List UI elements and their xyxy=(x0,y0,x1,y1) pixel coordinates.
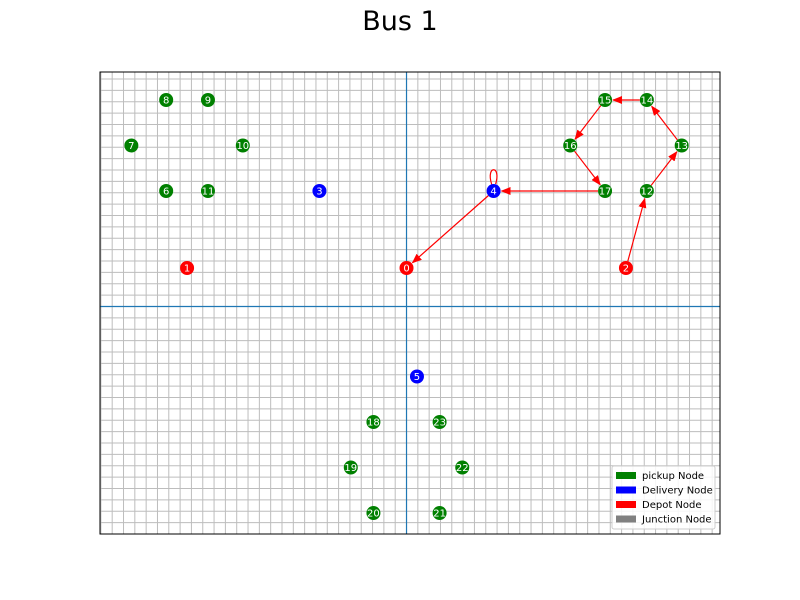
node-3: 3 xyxy=(312,184,327,198)
node-16: 16 xyxy=(563,138,578,153)
node-label: 17 xyxy=(599,187,612,198)
legend-swatch-delivery xyxy=(616,486,636,494)
node-9: 9 xyxy=(200,93,215,107)
node-marker xyxy=(409,369,424,384)
route-edge-15-16 xyxy=(574,105,602,140)
node-label: 21 xyxy=(433,509,446,520)
node-label: 12 xyxy=(640,187,653,198)
node-marker xyxy=(200,93,215,107)
node-15: 15 xyxy=(598,93,613,107)
node-marker xyxy=(235,138,250,153)
node-20: 20 xyxy=(366,506,381,520)
node-label: 2 xyxy=(623,264,629,275)
legend-label-junction: Junction Node xyxy=(641,515,712,526)
node-marker xyxy=(159,93,174,107)
plot-frame xyxy=(99,71,721,535)
chart-title: Bus 1 xyxy=(362,6,438,37)
node-marker xyxy=(639,184,654,198)
node-label: 6 xyxy=(163,187,169,198)
legend-swatch-junction xyxy=(616,515,636,523)
node-marker xyxy=(159,184,174,198)
node-0: 0 xyxy=(399,261,414,275)
node-label: 7 xyxy=(128,141,134,152)
grid-lines xyxy=(100,72,720,535)
node-label: 10 xyxy=(236,141,249,152)
legend-swatch-depot xyxy=(616,501,636,508)
node-label: 20 xyxy=(367,509,380,520)
route-edge-4-0 xyxy=(411,195,489,264)
node-11: 11 xyxy=(200,184,215,198)
node-marker xyxy=(563,138,578,153)
node-10: 10 xyxy=(235,138,250,153)
node-label: 15 xyxy=(599,96,612,107)
route-edge-2-12 xyxy=(627,197,647,262)
node-label: 5 xyxy=(414,372,420,383)
node-marker xyxy=(432,506,447,520)
node-marker xyxy=(180,261,195,275)
node-19: 19 xyxy=(343,460,358,475)
node-8: 8 xyxy=(159,93,174,107)
node-1: 1 xyxy=(180,261,195,275)
node-22: 22 xyxy=(455,460,470,475)
node-marker xyxy=(200,184,215,198)
node-label: 11 xyxy=(202,187,215,198)
legend-label-pickup: pickup Node xyxy=(642,471,704,482)
node-23: 23 xyxy=(432,415,447,429)
node-label: 22 xyxy=(456,463,469,474)
node-17: 17 xyxy=(598,184,613,198)
node-marker xyxy=(432,415,447,429)
node-marker xyxy=(366,506,381,520)
node-marker xyxy=(674,138,689,153)
route-edges xyxy=(411,96,678,264)
node-label: 3 xyxy=(316,187,322,198)
legend-swatch-pickup xyxy=(616,472,636,479)
axis-lines xyxy=(100,72,720,534)
node-marker xyxy=(618,261,633,275)
legend-box xyxy=(611,465,716,530)
node-marker xyxy=(486,184,501,198)
node-12: 12 xyxy=(639,184,654,198)
node-2: 2 xyxy=(618,261,633,275)
node-label: 1 xyxy=(184,264,190,275)
node-marker xyxy=(639,93,654,107)
node-7: 7 xyxy=(124,138,139,153)
node-label: 9 xyxy=(205,96,211,107)
node-label: 0 xyxy=(403,264,409,275)
node-marker xyxy=(598,93,613,107)
route-edge-16-17 xyxy=(574,150,601,186)
node-5: 5 xyxy=(409,369,424,384)
node-label: 14 xyxy=(640,96,653,107)
node-label: 8 xyxy=(163,96,169,107)
node-marker xyxy=(124,138,139,153)
node-marker xyxy=(455,460,470,475)
route-loop-4 xyxy=(489,169,499,194)
node-label: 18 xyxy=(367,418,380,429)
node-label: 16 xyxy=(564,141,577,152)
node-label: 19 xyxy=(344,463,357,474)
node-marker xyxy=(343,460,358,475)
node-label: 4 xyxy=(490,187,496,198)
node-4: 4 xyxy=(486,184,501,198)
node-6: 6 xyxy=(159,184,174,198)
node-marker xyxy=(366,415,381,429)
node-14: 14 xyxy=(639,93,654,107)
node-marker xyxy=(312,184,327,198)
legend-label-depot: Depot Node xyxy=(642,500,702,511)
node-marker xyxy=(399,261,414,275)
node-label: 13 xyxy=(675,141,688,152)
node-label: 23 xyxy=(433,418,446,429)
node-13: 13 xyxy=(674,138,689,153)
node-marker xyxy=(598,184,613,198)
route-edge-13-14 xyxy=(651,105,678,141)
node-21: 21 xyxy=(432,506,447,520)
route-edge-12-13 xyxy=(650,151,678,186)
node-18: 18 xyxy=(366,415,381,429)
legend-label-delivery: Delivery Node xyxy=(642,486,713,497)
